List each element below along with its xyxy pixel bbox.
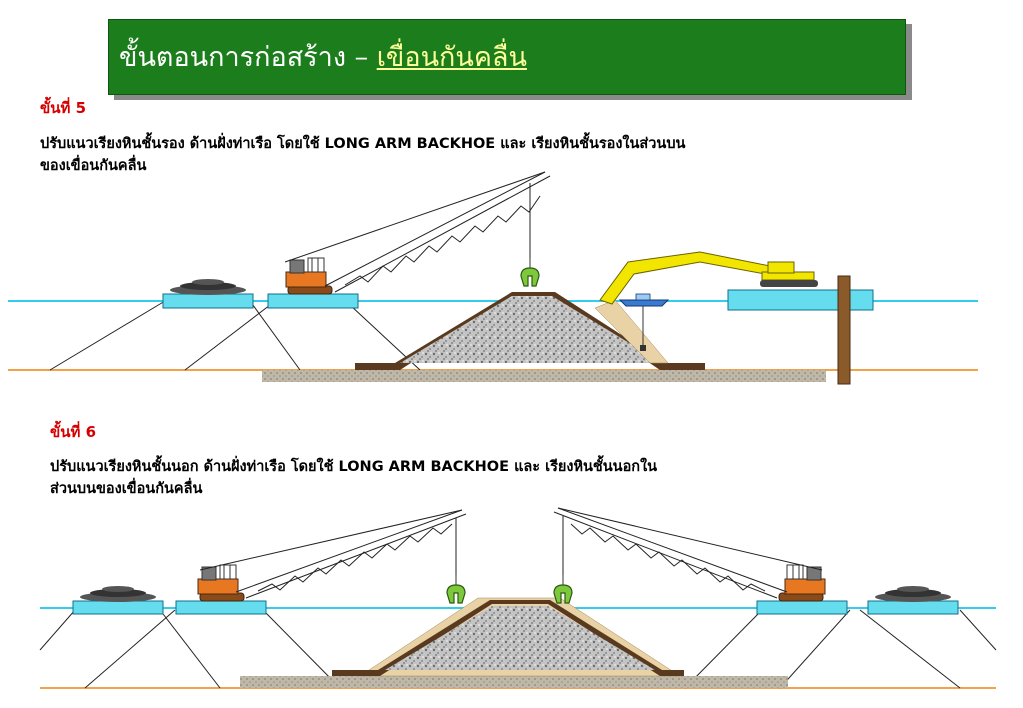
step-6-label: ขั้นที่ 6 — [50, 423, 97, 441]
rock-pile-icon — [80, 586, 156, 602]
pile — [837, 275, 851, 385]
title-prefix: ขั้นตอนการก่อสร้าง – — [119, 41, 377, 73]
mooring-lines — [39, 609, 997, 689]
foundation-layer — [240, 676, 788, 688]
page-title: ขั้นตอนการก่อสร้าง – เขื่อนกันคลื่น — [119, 44, 527, 71]
core-rock — [400, 296, 662, 363]
barge-left — [72, 600, 164, 615]
clamshell-grab-icon — [446, 574, 466, 604]
mooring-lines — [49, 300, 421, 371]
step-5-line-2: ของเขื่อนกันคลื่น — [40, 158, 147, 174]
step-6-line-2: ส่วนบนของเขื่อนกันคลื่น — [50, 481, 203, 497]
crane-barge-right — [756, 600, 848, 615]
tugboat-icon — [618, 293, 670, 351]
barge-right — [867, 600, 959, 615]
core-rock — [385, 606, 655, 670]
crane-boom-left — [199, 509, 467, 599]
step-6-description: ปรับแนวเรียงหินชั้นนอก ด้านฝั่งท่าเรือ โ… — [50, 456, 1010, 500]
clamshell-grab-icon — [520, 257, 540, 287]
crane-boom — [284, 171, 551, 293]
barge-left — [162, 293, 254, 309]
rock-pile-icon — [875, 586, 951, 602]
crawler-crane-icon — [197, 564, 245, 602]
backhoe-barge — [727, 289, 874, 311]
title-underlined: เขื่อนกันคลื่น — [376, 41, 527, 73]
rock-pile-icon — [170, 279, 246, 295]
foundation-layer — [262, 370, 826, 382]
crane-barge — [267, 293, 359, 309]
long-arm-backhoe-icon — [599, 251, 818, 305]
crawler-crane-icon — [285, 257, 333, 295]
crane-barge-left — [175, 600, 267, 615]
crane-boom-right — [553, 507, 823, 599]
crawler-crane-icon — [778, 564, 826, 602]
step-5-label: ขั้นที่ 5 — [40, 99, 87, 117]
step-5-diagram — [8, 171, 978, 385]
title-banner: ขั้นตอนการก่อสร้าง – เขื่อนกันคลื่น — [108, 19, 906, 95]
step-6-diagram — [39, 507, 997, 689]
clamshell-grab-icon — [553, 574, 573, 604]
step-5-description: ปรับแนวเรียงหินชั้นรอง ด้านฝั่งท่าเรือ โ… — [40, 133, 1000, 177]
step-6-line-1: ปรับแนวเรียงหินชั้นนอก ด้านฝั่งท่าเรือ โ… — [50, 459, 658, 475]
step-5-line-1: ปรับแนวเรียงหินชั้นรอง ด้านฝั่งท่าเรือ โ… — [40, 136, 686, 152]
